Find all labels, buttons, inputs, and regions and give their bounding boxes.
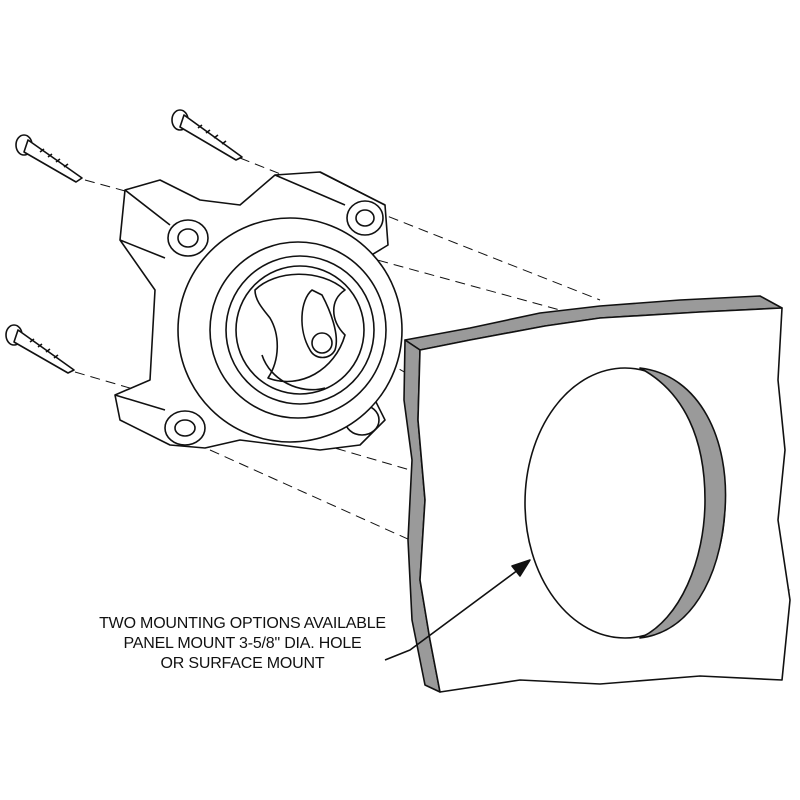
mounting-options-callout: TWO MOUNTING OPTIONS AVAILABLE PANEL MOU… <box>70 614 415 674</box>
callout-line: PANEL MOUNT 3-5/8" DIA. HOLE <box>123 635 362 652</box>
callout-line: OR SURFACE MOUNT <box>160 655 325 672</box>
screw <box>15 134 83 183</box>
alignment-line <box>209 449 411 541</box>
screw <box>171 109 243 161</box>
hole-inner-wall <box>639 367 727 639</box>
alignment-line <box>74 371 411 471</box>
panel <box>403 295 791 693</box>
callout-line: TWO MOUNTING OPTIONS AVAILABLE <box>99 615 386 632</box>
callout-arrow <box>384 559 531 661</box>
screw <box>5 324 75 374</box>
switch-device <box>114 171 403 451</box>
